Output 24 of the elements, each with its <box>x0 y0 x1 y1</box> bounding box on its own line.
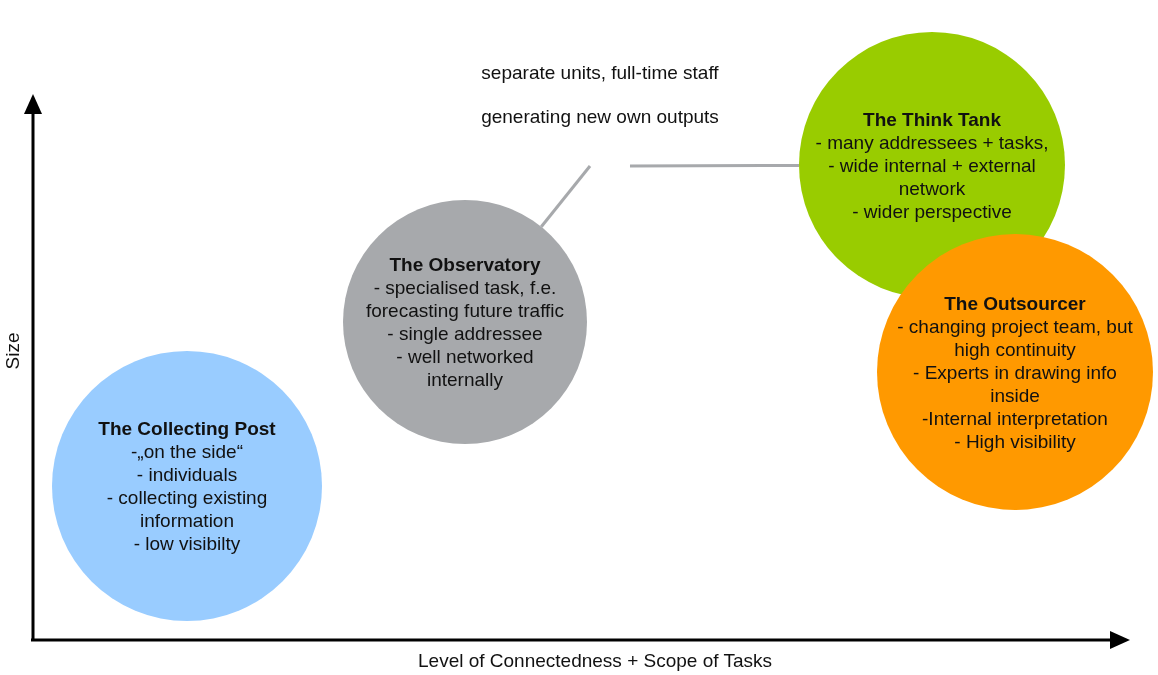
circle-heading: The Observatory <box>389 253 541 276</box>
annotation-text: separate units, full-time staff <box>481 62 719 84</box>
circle-bullet: - many addressees + tasks, <box>815 130 1049 154</box>
axis-label: Size <box>2 332 25 370</box>
circle-bullet: -Internal interpretation <box>922 406 1108 430</box>
circle-bullet: - individuals <box>136 463 238 486</box>
connector-line <box>630 163 799 168</box>
circle-bullet: -„on the side“ <box>131 440 243 463</box>
circle-bullet: - Experts in drawing info inside <box>912 360 1118 407</box>
circle-bullet: - wide internal + external network <box>827 153 1037 200</box>
circle-bullet: - low visibilty <box>133 532 241 555</box>
connector-line <box>540 165 592 228</box>
circle-bullet: - single addressee <box>387 322 543 345</box>
axis-label: Level of Connectedness + Scope of Tasks <box>418 650 772 672</box>
circle-bullet: - collecting existing information <box>105 486 269 532</box>
circle-heading: The Collecting Post <box>98 417 276 440</box>
circle-heading: The Think Tank <box>863 107 1001 131</box>
circle-bullet: - well networked internally <box>395 345 535 391</box>
circle-bullet: - High visibility <box>954 429 1076 453</box>
annotation-text: generating new own outputs <box>481 106 719 128</box>
circle-heading: The Outsourcer <box>944 291 1086 315</box>
circle-bullet: - wider perspective <box>852 199 1012 223</box>
circle-bullet: - changing project team, but high continuity <box>896 314 1134 361</box>
circle-bullet: - specialised task, f.e. forecasting future traffic <box>365 276 565 322</box>
